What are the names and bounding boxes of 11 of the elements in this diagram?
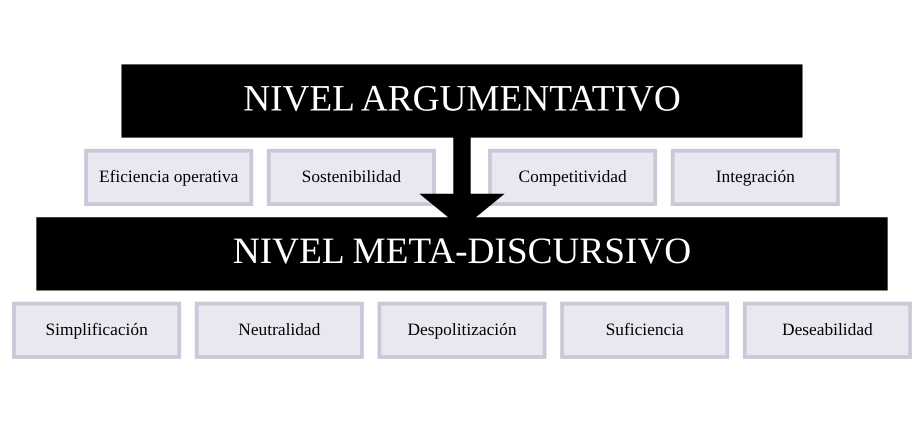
- node-box: NIVEL META-DISCURSIVO: [36, 217, 888, 291]
- node-box: Suficiencia: [560, 302, 730, 359]
- node-box: Neutralidad: [194, 302, 364, 359]
- node-box: Sostenibilidad: [266, 148, 436, 206]
- node-box: Integración: [670, 148, 840, 206]
- node-box: Simplificación: [12, 302, 182, 359]
- node-box: Deseabilidad: [742, 302, 912, 359]
- node-box: Despolitización: [378, 302, 546, 359]
- node-box: NIVEL ARGUMENTATIVO: [121, 64, 803, 138]
- node-box: Eficiencia operativa: [84, 148, 254, 206]
- node-box: Competitividad: [488, 148, 658, 206]
